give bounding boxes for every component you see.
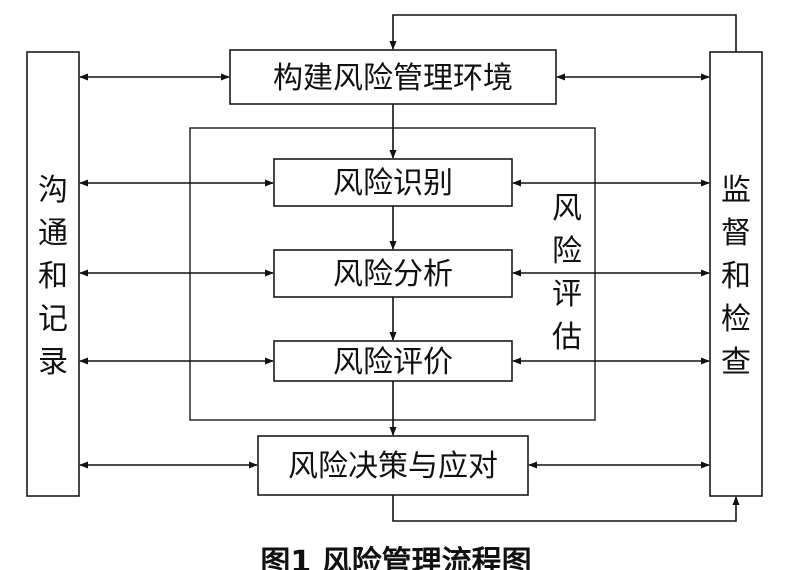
environment-node bbox=[229, 49, 557, 105]
evaluation-label: 风险评价 bbox=[333, 345, 453, 380]
feedback-arrow-decision-to-monitor bbox=[392, 495, 740, 522]
communication-record-char: 和 bbox=[38, 259, 68, 294]
analysis-label: 风险分析 bbox=[333, 257, 453, 292]
monitor-review-char: 和 bbox=[721, 259, 751, 294]
monitor-review-char: 检 bbox=[721, 302, 751, 337]
communication-record-char: 记 bbox=[38, 302, 68, 337]
risk-assessment-char: 评 bbox=[552, 277, 582, 312]
identification-label: 风险识别 bbox=[333, 166, 453, 201]
monitor-review-panel bbox=[709, 51, 763, 497]
figure-caption: 图1 风险管理流程图 bbox=[260, 545, 531, 570]
monitor-review-char: 查 bbox=[721, 345, 751, 380]
communication-record-char: 沟 bbox=[38, 173, 68, 208]
risk-assessment-char: 险 bbox=[552, 234, 582, 269]
feedback-arrow-monitor-to-environment bbox=[389, 14, 737, 52]
environment-label: 构建风险管理环境 bbox=[273, 61, 513, 96]
identification-node bbox=[273, 158, 513, 207]
risk-assessment-char: 估 bbox=[552, 320, 582, 355]
monitor-review-char: 监 bbox=[721, 173, 751, 208]
communication-record-panel bbox=[26, 51, 80, 497]
decision-label: 风险决策与应对 bbox=[288, 449, 498, 484]
communication-record-char: 录 bbox=[38, 345, 68, 380]
communication-record-char: 通 bbox=[38, 216, 68, 251]
evaluation-node bbox=[273, 340, 513, 382]
monitor-review-char: 督 bbox=[721, 216, 751, 251]
decision-node bbox=[257, 435, 529, 496]
risk-assessment-char: 风 bbox=[552, 191, 582, 226]
